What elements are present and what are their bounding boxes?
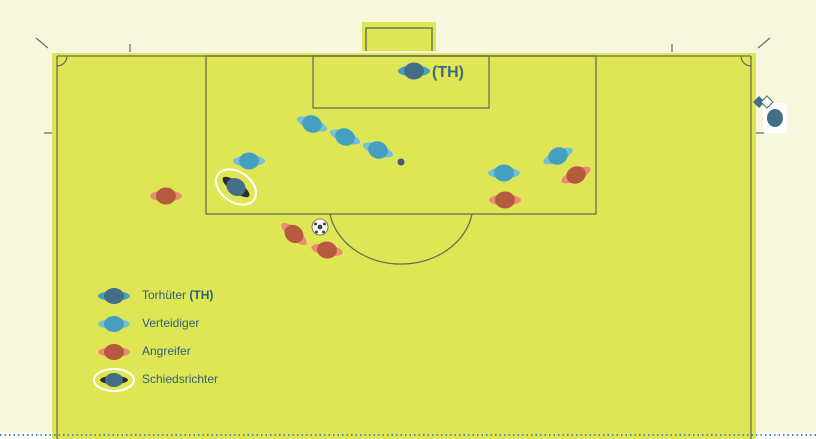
goal bbox=[362, 22, 436, 56]
goalkeeper-tag: (TH) bbox=[432, 64, 464, 81]
player-body bbox=[495, 192, 515, 209]
legend-item-defender: Verteidiger bbox=[92, 312, 312, 336]
legend-label-defender: Verteidiger bbox=[142, 316, 199, 330]
goalkeeper-player-icon bbox=[92, 284, 136, 308]
player-body bbox=[404, 63, 424, 80]
legend-item-referee: Schiedsrichter bbox=[92, 368, 312, 392]
ball-icon bbox=[312, 219, 328, 235]
legend-label-goalkeeper: Torhüter (TH) bbox=[142, 288, 213, 302]
referee-icon bbox=[92, 368, 136, 392]
legend-label-attacker: Angreifer bbox=[142, 344, 191, 358]
attacker-player-icon bbox=[92, 340, 136, 364]
legend-label-referee: Schiedsrichter bbox=[142, 372, 218, 386]
player-body bbox=[494, 165, 514, 182]
penalty-spot bbox=[398, 159, 405, 166]
legend-item-goalkeeper: Torhüter (TH) bbox=[92, 284, 312, 308]
legend-item-attacker: Angreifer bbox=[92, 340, 312, 364]
player-body bbox=[239, 153, 259, 170]
player-body bbox=[156, 188, 176, 205]
defender-player-icon bbox=[92, 312, 136, 336]
legend: Torhüter (TH) Verteidiger Angreifer Schi… bbox=[92, 280, 312, 400]
